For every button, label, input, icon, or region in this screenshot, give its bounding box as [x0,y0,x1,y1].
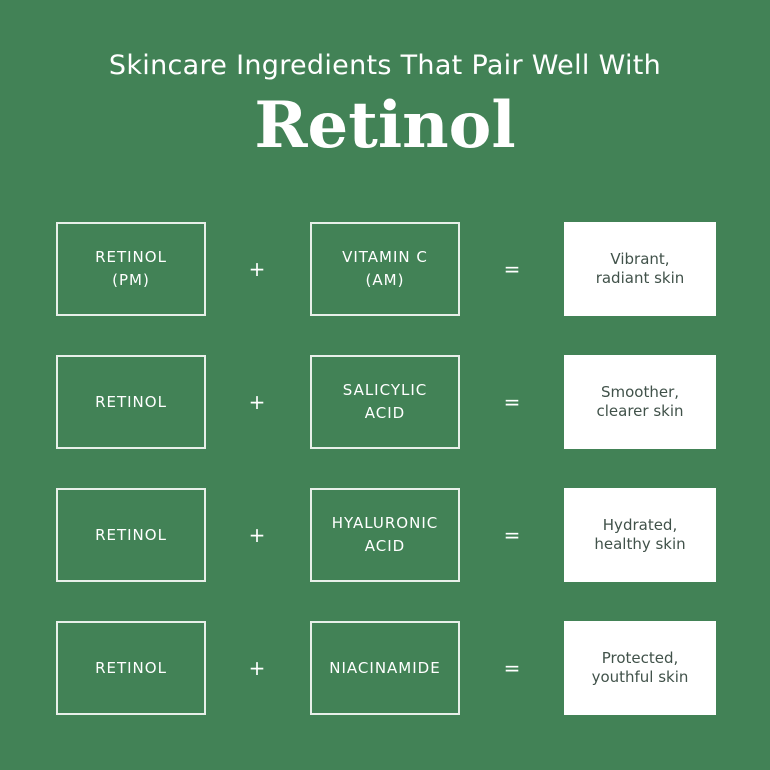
ingredient-box-left: RETINOL [56,621,206,715]
ingredient-box-right: VITAMIN C (AM) [310,222,460,316]
subtitle: Skincare Ingredients That Pair Well With [108,50,662,81]
pair-row-2: RETINOL + SALICYLIC ACID = Smoother, cle… [0,355,770,451]
equals-sign: = [503,523,521,547]
result-box: Protected, youthful skin [564,621,716,715]
ingredient-box-left: RETINOL [56,488,206,582]
plus-sign: + [248,390,266,414]
plus-sign: + [248,257,266,281]
pair-row-1: RETINOL (PM) + VITAMIN C (AM) = Vibrant,… [0,222,770,318]
ingredient-box-left: RETINOL (PM) [56,222,206,316]
result-box: Smoother, clearer skin [564,355,716,449]
equals-sign: = [503,257,521,281]
result-box: Hydrated, healthy skin [564,488,716,582]
plus-sign: + [248,656,266,680]
ingredient-box-right: HYALURONIC ACID [310,488,460,582]
equals-sign: = [503,390,521,414]
pair-row-4: RETINOL + NIACINAMIDE = Protected, youth… [0,621,770,717]
ingredient-box-left: RETINOL [56,355,206,449]
result-box: Vibrant, radiant skin [564,222,716,316]
plus-sign: + [248,523,266,547]
pair-row-3: RETINOL + HYALURONIC ACID = Hydrated, he… [0,488,770,584]
page-title: Retinol [254,88,516,163]
ingredient-box-right: SALICYLIC ACID [310,355,460,449]
equals-sign: = [503,656,521,680]
ingredient-box-right: NIACINAMIDE [310,621,460,715]
